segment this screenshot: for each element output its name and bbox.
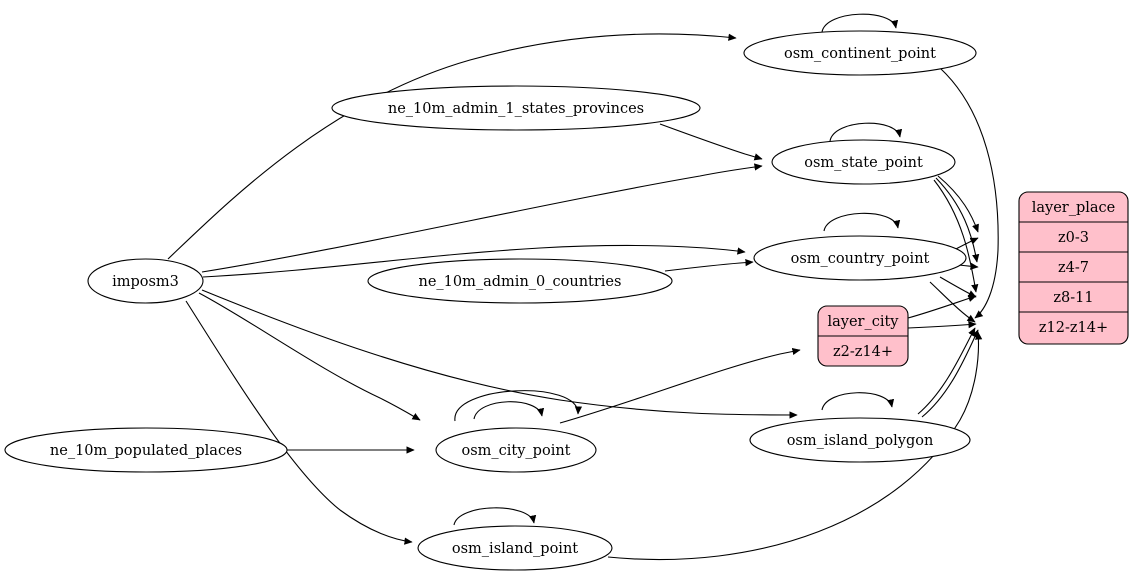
node-osm-continent-point-label: osm_continent_point <box>784 46 936 62</box>
edge-osm-country-point-to-layer-place-z8 <box>939 276 977 298</box>
edge-osm-country-point-to-layer-place-z12 <box>929 281 976 323</box>
edge-imposm3-to-osm-island-point <box>185 300 413 545</box>
node-ne-populated-label: ne_10m_populated_places <box>50 443 242 459</box>
node-osm-continent-point[interactable]: osm_continent_point <box>743 30 977 76</box>
layer-place-field-z8-11[interactable]: z8-11 <box>1053 290 1093 306</box>
edge-osm-city-point-outer-loop <box>454 390 583 422</box>
edge-osm-island-polygon-to-layer-place-b <box>921 329 979 418</box>
node-osm-island-point-shape[interactable] <box>417 525 613 571</box>
node-osm-state-point[interactable]: osm_state_point <box>771 139 956 185</box>
layer-place-title: layer_place <box>1032 200 1116 216</box>
layer-city-title: layer_city <box>827 314 899 330</box>
node-ne-countries-label: ne_10m_admin_0_countries <box>419 274 622 290</box>
node-osm-country-point-shape[interactable] <box>753 235 967 281</box>
node-osm-island-polygon[interactable]: osm_island_polygon <box>749 417 971 463</box>
node-imposm3-shape[interactable] <box>87 258 204 304</box>
edge-osm-country-point-self-loop <box>823 212 901 232</box>
node-layer-place[interactable]: layer_place z0-3 z4-7 z8-11 z12-z14+ <box>1018 191 1129 345</box>
edge-ne-states-to-osm-state-point <box>659 123 763 161</box>
node-ne-countries-shape[interactable] <box>367 258 673 304</box>
node-imposm3[interactable]: imposm3 <box>87 258 204 304</box>
edge-imposm3-to-osm-city-point <box>198 292 421 421</box>
nodes-layer: imposm3 ne_10m_admin_1_states_provinces … <box>4 30 1129 571</box>
layer-city-field-z2-z14[interactable]: z2-z14+ <box>833 344 893 360</box>
edge-layer-city-to-layer-place-a <box>907 294 977 319</box>
node-layer-city[interactable]: layer_city z2-z14+ <box>817 305 909 367</box>
node-osm-island-polygon-shape[interactable] <box>749 417 971 463</box>
edge-osm-continent-point-self-loop <box>821 13 899 33</box>
edge-osm-state-point-to-layer-place-z0 <box>937 175 979 233</box>
node-ne-states-label: ne_10m_admin_1_states_provinces <box>388 101 644 117</box>
node-ne-10m-populated-places[interactable]: ne_10m_populated_places <box>4 427 288 473</box>
node-osm-state-point-label: osm_state_point <box>804 155 923 171</box>
edge-imposm3-to-osm-continent-point <box>167 33 737 260</box>
edge-osm-island-point-self-loop <box>453 507 537 526</box>
node-ne-populated-shape[interactable] <box>4 427 288 473</box>
node-ne-10m-admin-0-countries[interactable]: ne_10m_admin_0_countries <box>367 258 673 304</box>
node-osm-state-point-shape[interactable] <box>771 139 956 185</box>
edge-osm-island-polygon-self-loop <box>821 392 895 411</box>
node-osm-island-point-label: osm_island_point <box>452 541 578 557</box>
edge-ne-countries-to-osm-country-point <box>664 258 754 272</box>
node-osm-city-point-label: osm_city_point <box>461 443 570 459</box>
edge-imposm3-to-osm-island-polygon <box>201 289 798 419</box>
edge-osm-state-point-to-layer-place-z4 <box>935 177 980 263</box>
node-osm-continent-point-shape[interactable] <box>743 30 977 76</box>
node-imposm3-label: imposm3 <box>112 274 179 290</box>
edge-imposm3-to-osm-country-point <box>202 244 746 278</box>
edge-osm-island-point-to-layer-place <box>607 331 983 561</box>
node-layer-place-box[interactable] <box>1018 191 1129 345</box>
node-osm-city-point-shape[interactable] <box>435 427 597 473</box>
edge-osm-city-point-self-loop <box>473 401 545 420</box>
layer-place-field-z12-z14[interactable]: z12-z14+ <box>1039 320 1108 336</box>
node-osm-city-point[interactable]: osm_city_point <box>435 427 597 473</box>
node-osm-island-polygon-label: osm_island_polygon <box>787 433 934 449</box>
edge-osm-state-point-self-loop <box>829 122 903 142</box>
edge-osm-continent-point-to-layer-place <box>939 67 999 319</box>
node-osm-island-point[interactable]: osm_island_point <box>417 525 613 571</box>
node-ne-10m-admin-1-states-provinces[interactable]: ne_10m_admin_1_states_provinces <box>331 85 701 131</box>
edge-layer-city-to-layer-place-b <box>907 321 977 329</box>
edges-layer <box>167 13 999 561</box>
edge-osm-state-point-to-layer-place-z8 <box>933 179 979 293</box>
layer-place-field-z4-7[interactable]: z4-7 <box>1058 260 1089 276</box>
edge-imposm3-to-osm-state-point <box>201 163 763 273</box>
edge-osm-city-point-to-layer-city <box>559 347 801 424</box>
node-ne-states-shape[interactable] <box>331 85 701 131</box>
edge-osm-island-polygon-to-layer-place-a <box>917 327 976 415</box>
node-osm-country-point-label: osm_country_point <box>791 251 930 267</box>
layer-place-field-z0-3[interactable]: z0-3 <box>1058 230 1089 246</box>
node-osm-country-point[interactable]: osm_country_point <box>753 235 967 281</box>
